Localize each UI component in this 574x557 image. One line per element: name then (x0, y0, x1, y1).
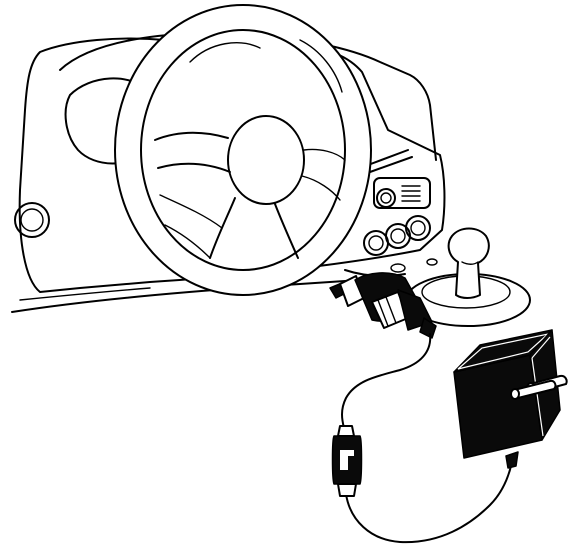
inline-cable-filter (333, 426, 362, 496)
ac-power-adapter (454, 330, 567, 468)
console-knob-right (406, 216, 430, 240)
vent-grille (402, 186, 420, 201)
console-knob-left (364, 231, 388, 255)
steering-wheel (115, 5, 371, 295)
